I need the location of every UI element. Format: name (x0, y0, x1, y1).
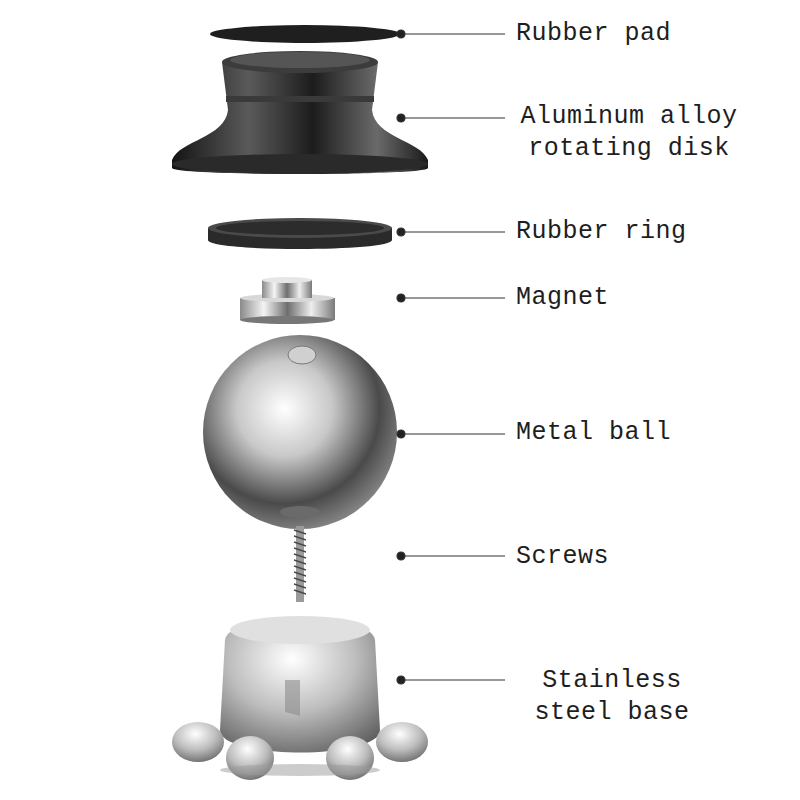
rotating-disk (172, 51, 428, 174)
leader-line (401, 679, 505, 680)
part-label: Metal ball (516, 417, 671, 449)
part-label: Screws (516, 541, 609, 573)
leader-line (401, 231, 505, 232)
leader-dot (397, 294, 405, 302)
leader-dot (397, 228, 405, 236)
part-label: Rubber pad (516, 18, 671, 50)
rubber-ring (208, 218, 392, 249)
part-label: Aluminum alloy rotating disk (513, 101, 745, 165)
part-label: Magnet (516, 282, 609, 314)
disk-groove (226, 96, 374, 102)
magnet (240, 277, 335, 324)
metal-ball (203, 335, 397, 529)
rubber-pad (210, 25, 400, 43)
part-label: Stainless steel base (514, 665, 710, 729)
leader-line (401, 555, 505, 556)
leader-line (401, 33, 505, 34)
screw (294, 526, 306, 602)
leader-dot (397, 430, 405, 438)
leader-line (401, 433, 505, 434)
leader-line (401, 297, 505, 298)
leader-dot (397, 30, 405, 38)
part-label: Rubber ring (516, 216, 687, 248)
leader-line (401, 117, 505, 118)
leader-dot (397, 114, 405, 122)
leader-dot (397, 552, 405, 560)
leader-lines (397, 30, 505, 684)
steel-base (172, 616, 428, 780)
leader-dot (397, 676, 405, 684)
